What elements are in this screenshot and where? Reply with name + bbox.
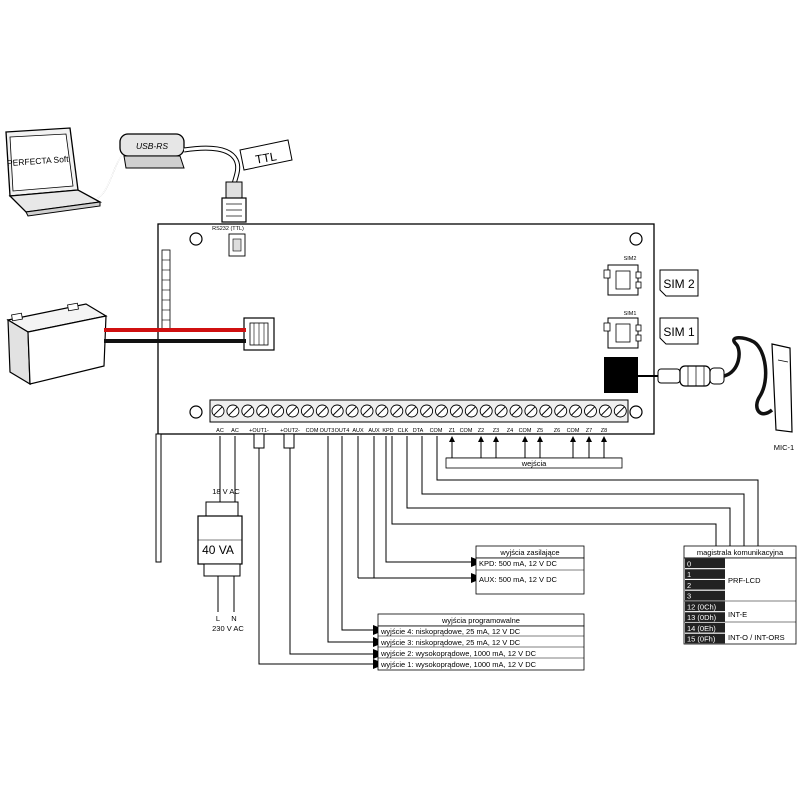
terminal-label: +OUT1- — [249, 428, 269, 434]
terminal-label: +OUT2- — [280, 428, 300, 434]
terminal-label: Z1 — [449, 428, 455, 434]
battery — [6, 302, 108, 386]
out2-connector — [283, 433, 295, 449]
bus-address-cell — [685, 580, 725, 590]
laptop: PERFECTA Soft — [5, 127, 103, 217]
mains-label: 230 V AC — [212, 624, 244, 633]
output-4-row: wyjście 4: niskoprądowe, 25 mA, 12 V DC — [380, 627, 521, 636]
transformer-18v-label: 18 V AC — [212, 487, 240, 496]
bus-address-cell — [685, 590, 725, 601]
terminal-label: Z6 — [554, 428, 560, 434]
usb-rs-converter: USB-RS — [119, 133, 185, 169]
ttl-plug — [221, 181, 247, 223]
power-outputs-title: wyjścia zasilające — [499, 548, 559, 557]
bus-address-label: 3 — [687, 592, 691, 601]
terminal-label: AC — [216, 428, 224, 434]
terminal-label: COM — [519, 428, 532, 434]
inputs-bracket: wejścia — [445, 436, 623, 469]
mounting-pole — [155, 433, 162, 563]
output-1-row: wyjście 1: wysokoprądowe, 1000 mA, 12 V … — [380, 660, 537, 669]
ttl-tag: TTL — [239, 139, 293, 171]
n-label: N — [231, 614, 236, 623]
bus-address-cell — [685, 569, 725, 579]
sim2-slot — [603, 264, 642, 296]
terminal-label: OUT4 — [335, 428, 350, 434]
mic-cable — [723, 336, 774, 416]
bus-group-prf-lcd: PRF-LCD — [728, 576, 761, 585]
bus-address-label: 15 (0Fh) — [687, 635, 716, 644]
power-output-aux: AUX: 500 mA, 12 V DC — [479, 575, 558, 584]
terminal-label: CLK — [398, 428, 409, 434]
terminal-label: COM — [460, 428, 473, 434]
transformer: 40 VA — [197, 501, 243, 577]
ttl-label: TTL — [254, 149, 278, 167]
bus-address-cell — [685, 558, 725, 569]
bus-address-cell — [685, 633, 725, 644]
sim1-card-label: SIM 1 — [663, 325, 695, 339]
sim2-slot-label: SIM2 — [624, 256, 637, 262]
bus-address-label: 13 (0Dh) — [687, 613, 717, 622]
terminal-label: Z3 — [493, 428, 499, 434]
sim1-card: SIM 1 — [659, 317, 699, 345]
programmable-outputs-box: wyjścia programowalne wyjście 4: niskopr… — [377, 613, 585, 671]
mic-plug — [638, 365, 725, 387]
power-output-kpd: KPD: 500 mA, 12 V DC — [479, 559, 558, 568]
terminal-screws — [211, 404, 627, 418]
bus-address-label: 0 — [687, 559, 691, 568]
inputs-label: wejścia — [521, 459, 547, 468]
output-2-row: wyjście 2: wysokoprądowe, 1000 mA, 12 V … — [380, 649, 537, 658]
bus-address-cell — [685, 623, 725, 633]
bus-address-cell — [685, 612, 725, 622]
out1-connector — [253, 433, 265, 449]
terminal-label: Z7 — [586, 428, 592, 434]
terminal-label: AC — [231, 428, 239, 434]
terminal-label: Z4 — [507, 428, 513, 434]
output-3-row: wyjście 3: niskoprądowe, 25 mA, 12 V DC — [380, 638, 521, 647]
bus-title: magistrala komunikacyjna — [697, 548, 784, 557]
bus-address-label: 14 (0Eh) — [687, 624, 716, 633]
terminal-label: DTA — [413, 428, 424, 434]
l-label: L — [216, 614, 220, 623]
bus-address-label: 2 — [687, 581, 691, 590]
terminal-label: AUX — [368, 428, 380, 434]
terminal-label: Z5 — [537, 428, 543, 434]
sim1-slot-label: SIM1 — [624, 311, 637, 317]
mic-1-label: MIC-1 — [774, 443, 794, 452]
programmable-outputs-title: wyjścia programowalne — [441, 616, 520, 625]
transformer-rating-label: 40 VA — [202, 543, 234, 557]
rs232-ttl-label: RS232 (TTL) — [212, 226, 244, 232]
terminal-label: COM — [567, 428, 580, 434]
bus-address-label: 12 (0Ch) — [687, 602, 717, 611]
terminal-label: Z2 — [478, 428, 484, 434]
usb-rs-label: USB-RS — [136, 141, 168, 151]
terminal-label: COM — [430, 428, 443, 434]
sim1-slot — [603, 317, 642, 349]
mic-1-module — [771, 343, 793, 433]
audio-jack — [604, 357, 638, 393]
bus-group-int-o: INT-O / INT-ORS — [728, 633, 785, 642]
communication-bus-box: magistrala komunikacyjna 0 1 2 312 (0Ch) 13 … — [683, 545, 797, 645]
terminal-label: KPD — [382, 428, 393, 434]
terminal-strip — [209, 399, 629, 423]
terminal-label: AUX — [352, 428, 364, 434]
terminal-label: Z8 — [601, 428, 607, 434]
sim2-card: SIM 2 — [659, 269, 699, 297]
bus-group-int-e: INT-E — [728, 610, 747, 619]
bus-address-cell — [685, 601, 725, 612]
terminal-label: COM — [306, 428, 319, 434]
sim2-card-label: SIM 2 — [663, 277, 695, 291]
power-outputs-box: wyjścia zasilające KPD: 500 mA, 12 V DC … — [475, 545, 585, 595]
bus-address-label: 1 — [687, 570, 691, 579]
laptop-screen-label: PERFECTA Soft — [7, 154, 70, 168]
terminal-label: OUT3 — [320, 428, 335, 434]
